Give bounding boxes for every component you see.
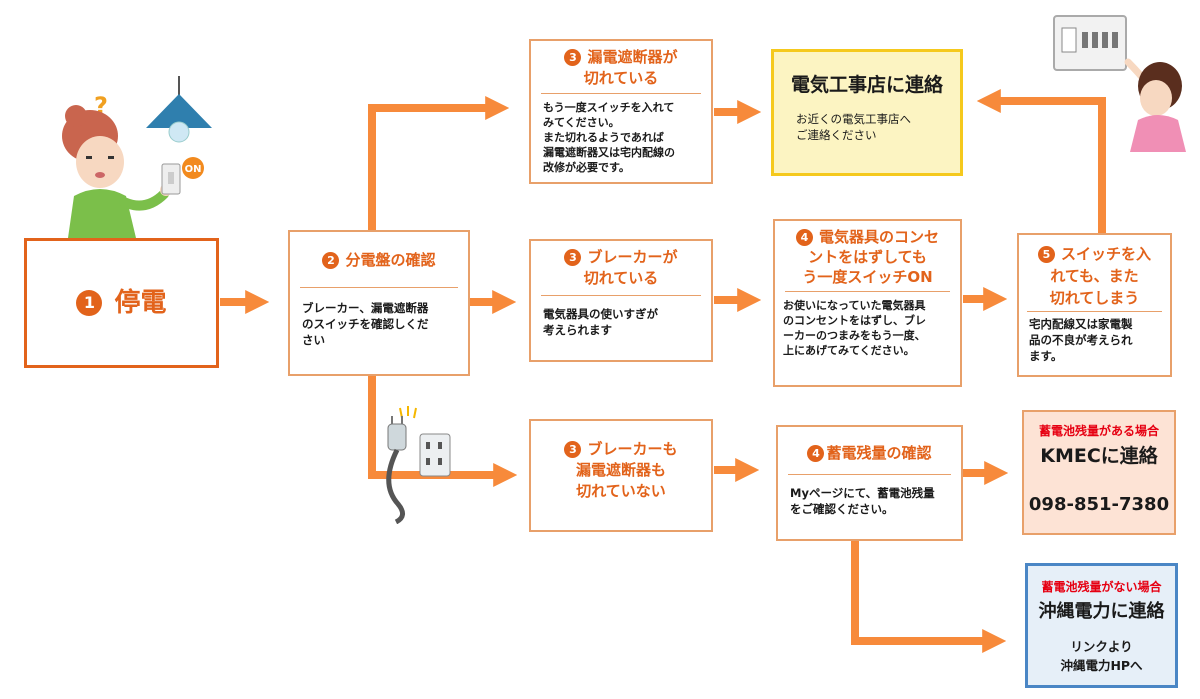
leak-tripped-title: 漏電遮断器が 切れている xyxy=(583,48,678,87)
electrician-body: お近くの電気工事店へ ご連絡ください xyxy=(796,112,911,142)
okinawa-condition: 蓄電池残量がない場合 xyxy=(1041,580,1162,594)
electrician-title: 電気工事店に連絡 xyxy=(790,74,943,96)
still-off-body: 宅内配線又は家電製 品の不良が考えられ ます。 xyxy=(1029,317,1133,363)
none-tripped-title: ブレーカーも 漏電遮断器も 切れていない xyxy=(575,440,678,500)
still-off-title: スイッチを入 れても、また 切れてしまう xyxy=(1049,245,1151,307)
okinawa-link[interactable]: リンクより 沖縄電力HPへ xyxy=(1060,639,1143,673)
breaker-panel-woman-illustration xyxy=(1053,15,1186,152)
outage-woman-illustration: ? ON xyxy=(62,76,212,238)
step-number-2: 2 xyxy=(322,252,340,269)
leak-tripped-body: もう一度スイッチを入れて みてください。 また切れるようであれば 漏電遮断器又は… xyxy=(543,101,675,174)
unplug-body: お使いになっていた電気器具 のコンセントをはずし、ブレ ーカーのつまみをもう一度… xyxy=(783,299,926,357)
okinawa-electric-contact-box[interactable]: 蓄電池残量がない場合 沖縄電力に連絡 リンクより 沖縄電力HPへ xyxy=(1025,563,1178,688)
panel-check-box[interactable]: 2 分電盤の確認 ブレーカー、漏電遮断器 のスイッチを確認しくだ さい xyxy=(288,230,470,376)
kmec-contact-box[interactable]: 蓄電池残量がある場合 KMECに連絡 098-851-7380 xyxy=(1022,410,1176,535)
breaker-tripped-body: 電気器具の使いすぎが 考えられます xyxy=(543,307,658,337)
step-number-4a: 4 xyxy=(795,229,813,246)
arrow-stilloff-to-electrician xyxy=(976,89,1106,233)
step-number-3a: 3 xyxy=(564,49,582,66)
panel-check-title: 分電盤の確認 xyxy=(345,251,436,269)
start-power-outage-box[interactable]: 1 停電 xyxy=(24,238,219,368)
step-number-4b: 4 xyxy=(807,445,825,462)
electrician-contact-box[interactable]: 電気工事店に連絡 お近くの電気工事店へ ご連絡ください xyxy=(771,49,963,176)
step-number-3c: 3 xyxy=(564,441,582,458)
on-badge: ON xyxy=(185,164,202,175)
battery-check-body: Myページにて、蓄電池残量 をご確認ください。 xyxy=(790,486,935,516)
plug-outlet-illustration xyxy=(386,406,451,524)
step-number-3b: 3 xyxy=(564,249,582,266)
step-number-1: 1 xyxy=(76,290,103,316)
start-label: 停電 xyxy=(114,288,167,318)
arrow-panel-to-leak xyxy=(368,96,510,230)
kmec-title: KMECに連絡 xyxy=(1040,445,1158,467)
step-number-5: 5 xyxy=(1037,246,1055,263)
okinawa-title: 沖縄電力に連絡 xyxy=(1038,601,1165,622)
kmec-condition: 蓄電池残量がある場合 xyxy=(1038,424,1159,438)
arrow-battery-to-okinawa xyxy=(851,541,1007,653)
arrow-panel-to-none xyxy=(368,376,518,487)
panel-check-body: ブレーカー、漏電遮断器 のスイッチを確認しくだ さい xyxy=(302,301,429,347)
unplug-title: 電気器具のコンセ ントをはずしても う一度スイッチON xyxy=(802,228,939,286)
kmec-phone[interactable]: 098-851-7380 xyxy=(1028,494,1170,515)
breaker-tripped-title: ブレーカーが 切れている xyxy=(583,248,678,287)
battery-check-title: 蓄電残量の確認 xyxy=(826,444,932,462)
